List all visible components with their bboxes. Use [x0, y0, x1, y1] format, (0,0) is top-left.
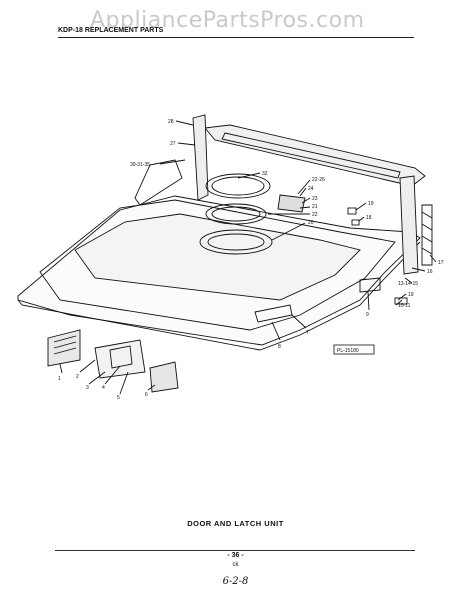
callout: 19 [408, 292, 414, 298]
callout: 16 [427, 269, 433, 275]
callout: 5 [117, 395, 120, 401]
callout: 20 [308, 220, 314, 226]
figure-id-box [333, 344, 375, 355]
top-trim-inner [221, 132, 401, 179]
door-inner-rim [74, 213, 361, 301]
callout: 6 [145, 392, 148, 398]
left-hinge-arm [192, 114, 209, 201]
callout: 22 [312, 212, 318, 218]
figure-caption: DOOR AND LATCH UNIT [187, 519, 284, 528]
callout: 28 [168, 119, 174, 125]
callout: 4 [102, 385, 105, 391]
latch-clip [347, 207, 357, 215]
callout: 3 [86, 385, 89, 391]
callout: 1 [58, 376, 61, 382]
top-trim-bar [204, 124, 426, 187]
right-hinge-arm [399, 175, 419, 275]
callout: 22-26 [312, 177, 325, 183]
callout: 30-31-35 [130, 162, 150, 168]
handwritten-note: 6-2-8 [222, 576, 249, 587]
callout: 2 [76, 374, 79, 380]
spray-wheel [205, 173, 271, 199]
callout: 21 [312, 204, 318, 210]
door-inner-panel [39, 199, 396, 331]
callout: 8 [278, 344, 281, 350]
callout: 27 [170, 141, 176, 147]
callout: 7 [306, 330, 309, 336]
left-bracket [47, 329, 81, 367]
door-flange [17, 241, 421, 351]
header-label: KDP-18 REPLACEMENT PARTS [58, 27, 164, 34]
header-rule [58, 37, 414, 38]
right-bracket [149, 361, 179, 393]
callout: 18 [366, 215, 372, 221]
page-sub-mark: ck [232, 562, 239, 568]
gasket-ring [205, 203, 267, 225]
right-spring [421, 204, 433, 266]
callout: 24 [308, 186, 314, 192]
callout: 10-11 [398, 303, 411, 309]
callout: 19 [368, 201, 374, 207]
footer-rule [55, 550, 415, 551]
callout-labels: 28 27 30-31-35 32 22-26 24 23 21 22 20 1… [58, 119, 444, 401]
dispenser-cup [199, 229, 273, 255]
callout: 17 [438, 260, 444, 266]
latch-assembly [94, 339, 146, 379]
page-number: - 36 - [227, 552, 244, 559]
callout: 23 [312, 196, 318, 202]
callout: 13-14-15 [398, 281, 418, 287]
watermark: AppliancePartsPros.com [90, 8, 365, 33]
left-spring-arm [134, 159, 183, 206]
dispenser-block [277, 194, 306, 213]
callout: 9 [366, 312, 369, 318]
callout: 32 [262, 171, 268, 177]
figure-id: PL-15180 [337, 348, 359, 354]
